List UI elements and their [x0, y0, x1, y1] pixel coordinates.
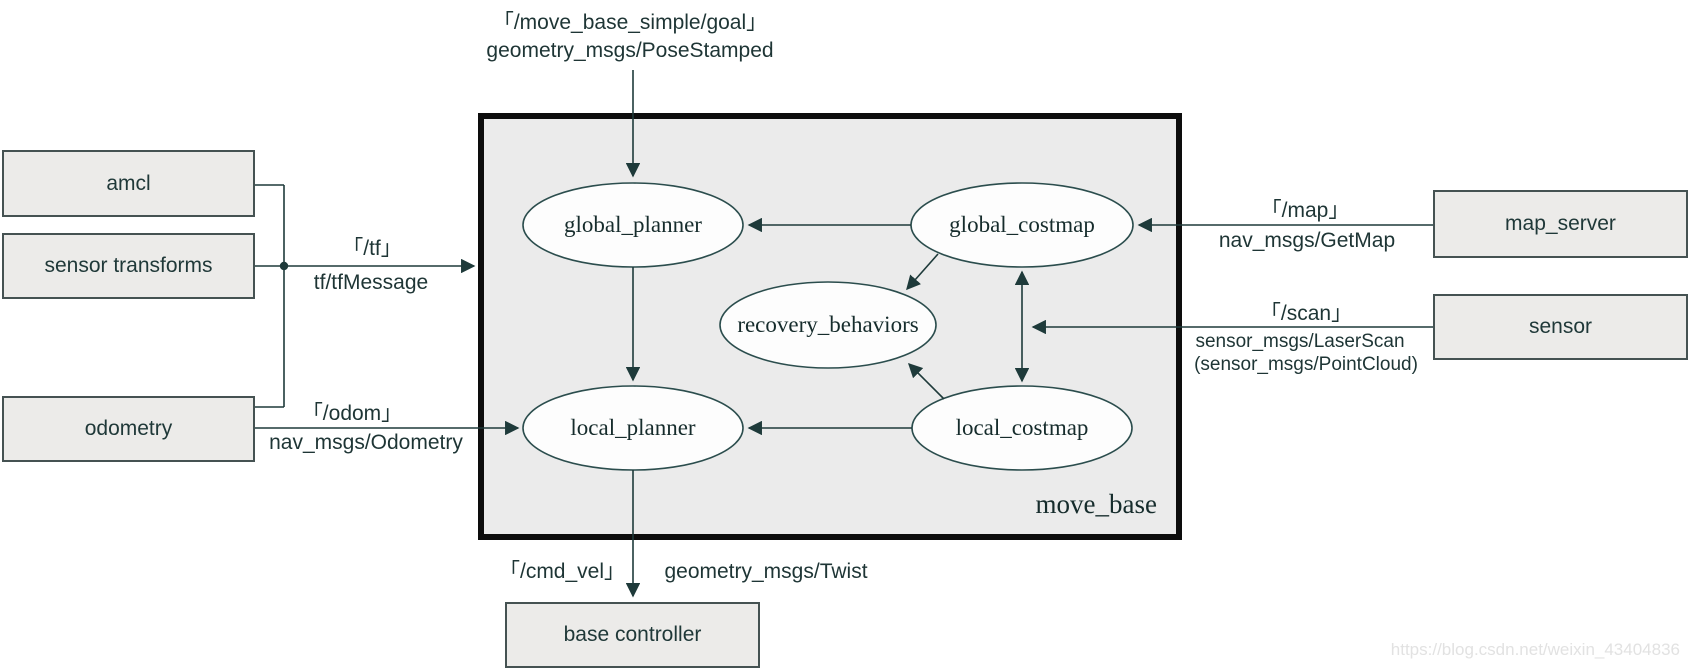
global-planner-label: global_planner [564, 212, 702, 237]
map-server-label: map_server [1505, 212, 1616, 235]
map-server-box: map_server [1433, 190, 1688, 258]
scan-type-alt-label: (sensor_msgs/PointCloud) [1194, 354, 1418, 375]
global-costmap-label: global_costmap [949, 212, 1095, 237]
cmdvel-type-label: geometry_msgs/Twist [664, 560, 868, 583]
local-costmap-label: local_costmap [955, 415, 1089, 440]
odom-type-label: nav_msgs/Odometry [269, 431, 463, 454]
scan-type-label: sensor_msgs/LaserScan [1195, 331, 1405, 352]
base-controller-label: base controller [563, 623, 702, 646]
scan-topic-label: 「/scan」 [1259, 302, 1353, 325]
map-type-label: nav_msgs/GetMap [1218, 229, 1396, 252]
sensor-label: sensor [1528, 315, 1593, 338]
odom-topic-label: 「/odom」 [301, 402, 403, 425]
watermark-text: https://blog.csdn.net/weixin_43404836 [1390, 640, 1680, 659]
tf-topic-label: 「/tf」 [342, 237, 402, 260]
goal-type-label: geometry_msgs/PoseStamped [486, 39, 774, 62]
amcl-box: amcl [2, 150, 255, 217]
move-base-label: move_base [1035, 489, 1157, 519]
localcostmap-to-recovery-arrow [907, 362, 945, 400]
sensor-transforms-box: sensor transforms [2, 233, 255, 299]
recovery-behaviors-label: recovery_behaviors [737, 312, 919, 337]
globalcostmap-to-recovery-arrow [906, 253, 939, 291]
cmdvel-topic-label: 「/cmd_vel」 [498, 560, 626, 583]
tf-type-label: tf/tfMessage [313, 271, 429, 294]
amcl-label: amcl [106, 171, 151, 195]
map-topic-label: 「/map」 [1260, 199, 1350, 222]
sensor-transforms-label: sensor transforms [44, 254, 213, 277]
odometry-label: odometry [84, 417, 173, 440]
tf-junction-dot [279, 261, 289, 271]
odometry-box: odometry [2, 396, 255, 462]
base-controller-box: base controller [505, 602, 760, 668]
sensor-box: sensor [1433, 294, 1688, 360]
local-planner-label: local_planner [570, 415, 696, 440]
recovery-behaviors-node [719, 281, 937, 369]
goal-topic-label: 「/move_base_simple/goal」 [492, 11, 768, 34]
